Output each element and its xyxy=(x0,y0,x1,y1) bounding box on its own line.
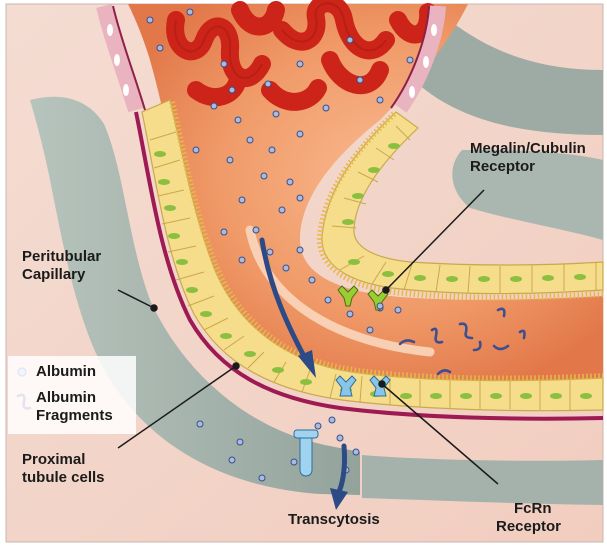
megalin-label-1: Megalin/Cubulin xyxy=(470,140,586,158)
legend-fragments-label-1: Albumin xyxy=(36,389,96,407)
megalin-label-2: Receptor xyxy=(470,158,535,176)
peritubular-label-2: Capillary xyxy=(22,266,85,284)
fcrn-label-2: Receptor xyxy=(496,518,561,536)
transcytosis-label: Transcytosis xyxy=(288,511,380,529)
bound-albumin xyxy=(377,303,383,309)
fcrn-label-1: FcRn xyxy=(514,500,552,518)
transcytosis-vesicle xyxy=(300,436,312,476)
peritubular-label-1: Peritubular xyxy=(22,248,101,266)
proximal-label-2: tubule cells xyxy=(22,469,105,487)
proximal-label-1: Proximal xyxy=(22,451,85,469)
legend-albumin-label: Albumin xyxy=(36,363,96,381)
legend-fragments-label-2: Fragments xyxy=(36,407,113,425)
